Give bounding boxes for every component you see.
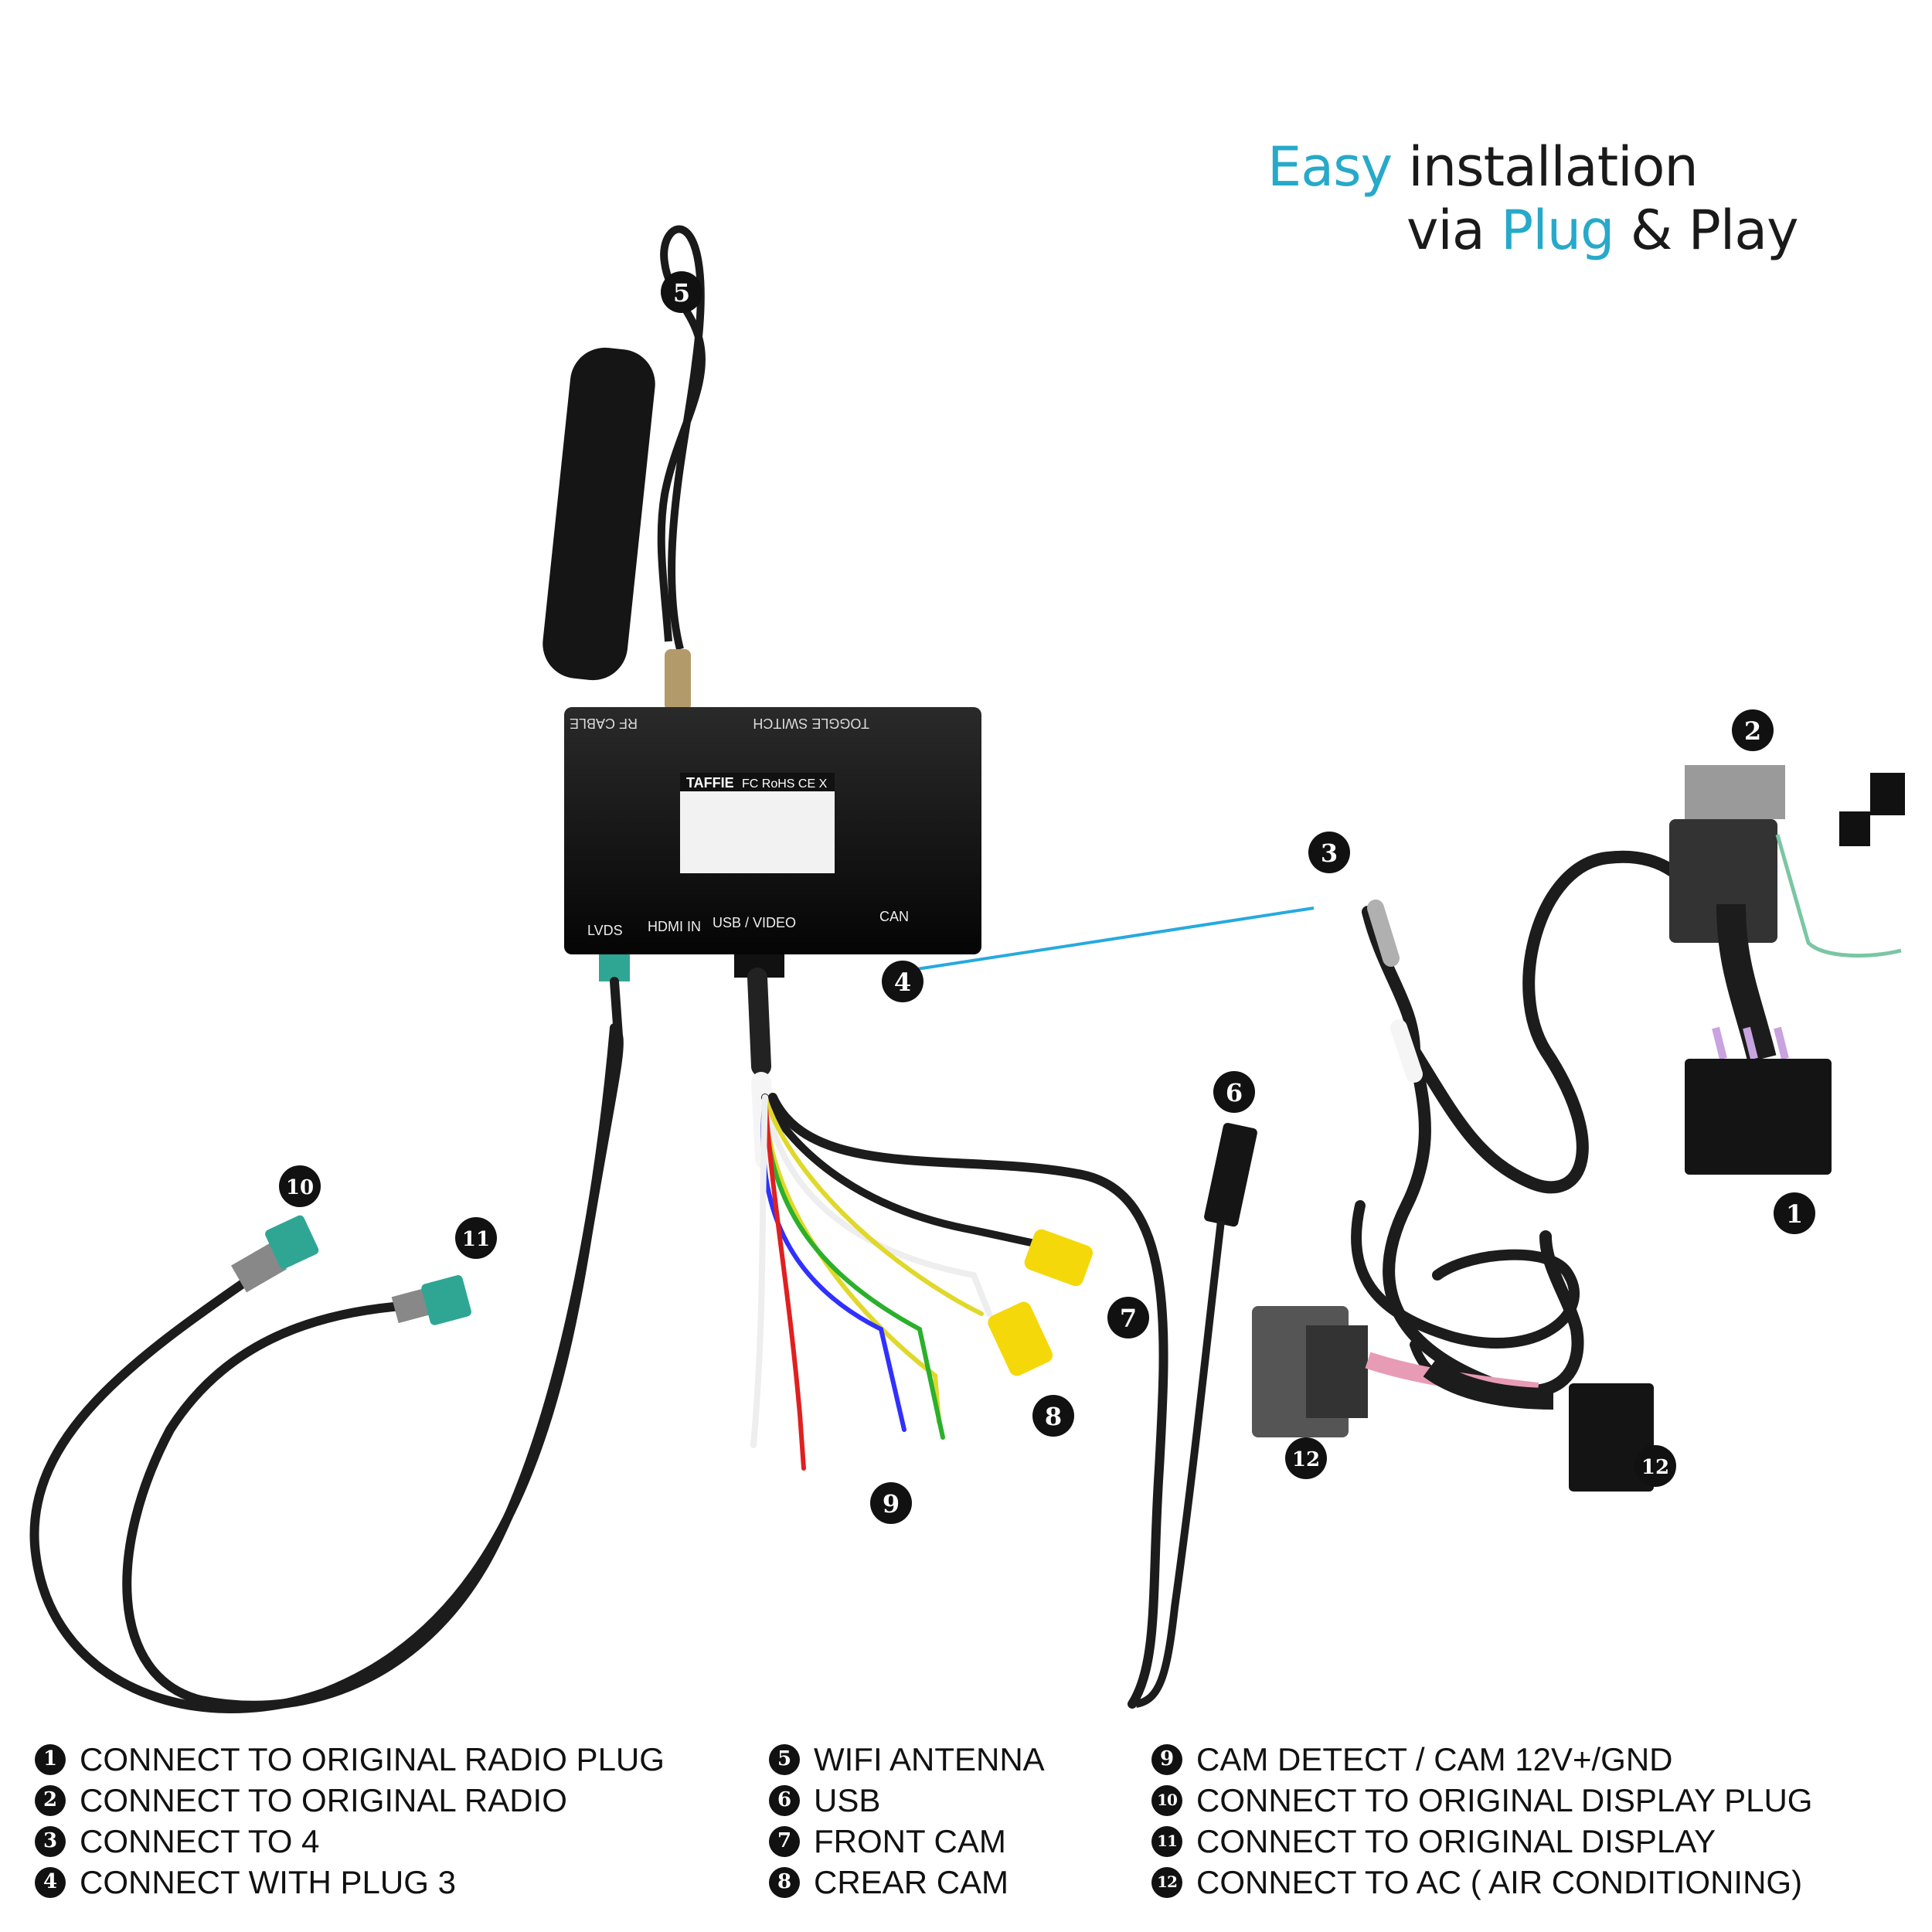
svg-text:9: 9 bbox=[883, 1489, 900, 1519]
display-connector-11 bbox=[391, 1275, 471, 1325]
usb-video-harness bbox=[747, 968, 1168, 1709]
callout-9: 9 bbox=[870, 1482, 912, 1524]
callout-7: 7 bbox=[1107, 1297, 1149, 1338]
legend-item: 8 CREAR CAM bbox=[769, 1862, 1045, 1903]
callout-4: 4 bbox=[882, 961, 923, 1002]
page-title: Easy installation via Plug & Play bbox=[1267, 135, 1799, 262]
svg-text:12: 12 bbox=[1641, 1456, 1669, 1479]
callouts: 5 2 3 4 6 1 7 8 9 10 11 12 12 bbox=[279, 271, 1815, 1524]
lvds-cables bbox=[29, 977, 624, 1713]
legend-text: CONNECT TO 4 bbox=[80, 1823, 320, 1859]
svg-text:5: 5 bbox=[673, 278, 690, 308]
label-rf-cable: RF CABLE bbox=[570, 716, 638, 731]
svg-text:1: 1 bbox=[1786, 1199, 1803, 1229]
label-lvds: LVDS bbox=[587, 923, 623, 938]
legend-number: 2 bbox=[35, 1784, 66, 1816]
sticker-brand: TAFFIE bbox=[686, 775, 734, 791]
legend-text: CONNECT TO ORIGINAL RADIO PLUG bbox=[80, 1741, 665, 1777]
svg-text:12: 12 bbox=[1292, 1448, 1320, 1471]
can-harness bbox=[1351, 850, 1714, 1398]
title-play: & Play bbox=[1614, 199, 1799, 262]
svg-text:10: 10 bbox=[286, 1176, 314, 1199]
legend-number: 1 bbox=[35, 1743, 66, 1775]
legend-number: 11 bbox=[1151, 1825, 1182, 1857]
legend-number: 5 bbox=[769, 1743, 800, 1775]
callout-1: 1 bbox=[1774, 1192, 1815, 1234]
callout-3: 3 bbox=[1308, 832, 1350, 873]
sticker-marks: FC RoHS CE X bbox=[742, 777, 828, 791]
legend-text: CAM DETECT / CAM 12V+/GND bbox=[1196, 1741, 1673, 1777]
legend-item: 2 CONNECT TO ORIGINAL RADIO bbox=[35, 1780, 665, 1821]
radio-harness bbox=[1669, 765, 1905, 1175]
svg-text:3: 3 bbox=[1321, 838, 1338, 868]
callout-11: 11 bbox=[455, 1217, 497, 1259]
legend-text: FRONT CAM bbox=[814, 1823, 1006, 1859]
ac-connectors bbox=[1252, 1306, 1654, 1492]
legend-item: 9 CAM DETECT / CAM 12V+/GND bbox=[1151, 1739, 1812, 1780]
legend-number: 12 bbox=[1151, 1866, 1182, 1898]
legend-item: 7 FRONT CAM bbox=[769, 1821, 1045, 1862]
smart-box: TAFFIE FC RoHS CE X RF CABLE TOGGLE SWIT… bbox=[564, 707, 981, 981]
wifi-antenna bbox=[543, 225, 706, 711]
svg-text:2: 2 bbox=[1744, 716, 1761, 746]
svg-text:8: 8 bbox=[1045, 1402, 1062, 1431]
legend-text: CONNECT TO ORIGINAL DISPLAY bbox=[1196, 1823, 1716, 1859]
legend-item: 3 CONNECT TO 4 bbox=[35, 1821, 665, 1862]
legend-number: 6 bbox=[769, 1784, 800, 1816]
label-hdmi-in: HDMI IN bbox=[648, 919, 701, 934]
legend-text: CREAR CAM bbox=[814, 1864, 1009, 1900]
callout-8: 8 bbox=[1032, 1395, 1074, 1437]
label-toggle-switch: TOGGLE SWITCH bbox=[753, 716, 869, 731]
svg-text:6: 6 bbox=[1226, 1078, 1243, 1107]
title-plug: Plug bbox=[1501, 199, 1614, 262]
title-via: via bbox=[1406, 199, 1502, 262]
legend-number: 7 bbox=[769, 1825, 800, 1857]
callout-6: 6 bbox=[1213, 1071, 1255, 1113]
callout-10: 10 bbox=[279, 1165, 321, 1207]
callout-12-left: 12 bbox=[1285, 1437, 1327, 1479]
legend-column-2: 5 WIFI ANTENNA 6 USB 7 FRONT CAM 8 CREAR CAM bbox=[769, 1739, 1045, 1903]
title-installation: installation bbox=[1392, 135, 1699, 199]
legend-item: 4 CONNECT WITH PLUG 3 bbox=[35, 1862, 665, 1903]
legend-number: 4 bbox=[35, 1866, 66, 1898]
svg-text:11: 11 bbox=[462, 1228, 490, 1251]
display-connector-10 bbox=[231, 1215, 319, 1293]
legend-item: 5 WIFI ANTENNA bbox=[769, 1739, 1045, 1780]
legend-item: 12 CONNECT TO AC ( AIR CONDITIONING) bbox=[1151, 1862, 1812, 1903]
legend-item: 11 CONNECT TO ORIGINAL DISPLAY bbox=[1151, 1821, 1812, 1862]
label-can: CAN bbox=[879, 909, 909, 924]
legend-number: 8 bbox=[769, 1866, 800, 1898]
link-3-to-4 bbox=[911, 906, 1315, 971]
legend-item: 10 CONNECT TO ORIGINAL DISPLAY PLUG bbox=[1151, 1780, 1812, 1821]
svg-text:4: 4 bbox=[894, 968, 911, 997]
callout-12-right: 12 bbox=[1634, 1445, 1676, 1487]
legend-number: 9 bbox=[1151, 1743, 1182, 1775]
title-easy: Easy bbox=[1267, 135, 1393, 199]
svg-text:7: 7 bbox=[1120, 1304, 1137, 1333]
legend-text: WIFI ANTENNA bbox=[814, 1741, 1045, 1777]
legend-number: 10 bbox=[1151, 1784, 1182, 1816]
legend-text: CONNECT TO AC ( AIR CONDITIONING) bbox=[1196, 1864, 1803, 1900]
legend-number: 3 bbox=[35, 1825, 66, 1857]
rca-connectors bbox=[988, 1229, 1094, 1376]
legend-text: CONNECT WITH PLUG 3 bbox=[80, 1864, 456, 1900]
legend-item: 1 CONNECT TO ORIGINAL RADIO PLUG bbox=[35, 1739, 665, 1780]
label-usb-video: USB / VIDEO bbox=[713, 915, 796, 930]
callout-2: 2 bbox=[1732, 709, 1774, 751]
legend-text: CONNECT TO ORIGINAL DISPLAY PLUG bbox=[1196, 1782, 1813, 1818]
legend-item: 6 USB bbox=[769, 1780, 1045, 1821]
usb-cable bbox=[1134, 1122, 1257, 1708]
legend-text: USB bbox=[814, 1782, 881, 1818]
legend-text: CONNECT TO ORIGINAL RADIO bbox=[80, 1782, 567, 1818]
callout-5: 5 bbox=[661, 271, 702, 313]
